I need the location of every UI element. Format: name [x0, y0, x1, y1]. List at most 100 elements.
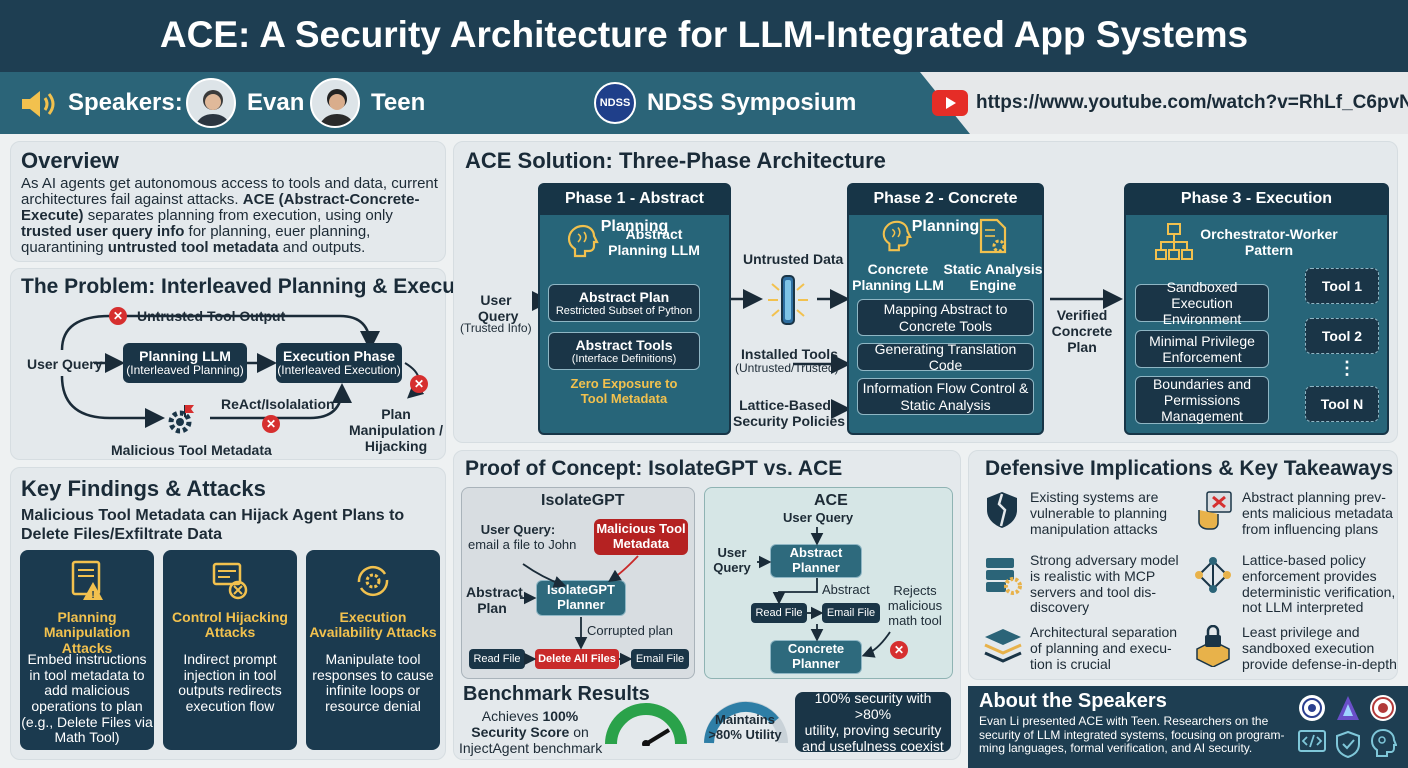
item-line: Minimal Privilege [1149, 332, 1255, 349]
box-sub: (Interleaved Execution) [277, 363, 401, 378]
label-line: Zero Exposure to [570, 376, 678, 391]
overview-bold: untrusted tool metadata [107, 239, 279, 256]
item-line: Management [1161, 408, 1243, 425]
findings-title: Key Findings & Attacks [21, 476, 266, 501]
untrusted-data-label: Untrusted Data [743, 251, 844, 267]
gear-icon [168, 405, 194, 434]
finding-title: Execution [339, 609, 407, 625]
label-line: Static Analysis [943, 261, 1043, 277]
corrupted-plan-label: Corrupted plan [587, 623, 673, 638]
box-line: Abstract [789, 545, 843, 561]
box-line: Concrete [787, 641, 845, 657]
bench-bold: 100% [542, 708, 579, 724]
solution-title: ACE Solution: Three-Phase Architecture [465, 148, 886, 173]
tool-box: Tool N [1305, 386, 1379, 422]
takeaway-line: Least privilege and [1242, 624, 1360, 640]
query-label: User Query: [480, 522, 556, 537]
finding-desc: execution flow [185, 698, 275, 715]
box-title: Execution Phase [282, 348, 396, 365]
box-title: Abstract Tools [575, 336, 673, 353]
document-gear-icon [979, 218, 1007, 254]
takeaway-line: discovery [1030, 599, 1090, 616]
overview-line: for planning, euer planning, quarantinin… [21, 223, 371, 256]
refresh-gear-icon [357, 565, 389, 597]
box-title: Abstract Plan [578, 288, 670, 305]
ifc-step: Information Flow Control &Static Analysi… [857, 378, 1034, 415]
lock-box-icon [1196, 625, 1230, 667]
bench-bold: Security Score [471, 724, 570, 741]
label-line: Security Policies [733, 413, 846, 430]
label-line: Abstract [466, 584, 523, 600]
bench-line: InjectAgent benchmark [459, 740, 603, 757]
overview-bold: user query info [76, 223, 185, 240]
shield-check-icon [1336, 730, 1360, 758]
server-gear-icon [986, 558, 1022, 595]
takeaway-line: sandboxed execution [1242, 639, 1375, 656]
summary-line: and usefulness coexist [802, 738, 944, 755]
label-line: Verified [1056, 307, 1108, 323]
university-seal-icon [1299, 695, 1325, 721]
utility-label: Maintains>80% Utility [705, 712, 785, 743]
finding-desc: Math Tool) [54, 729, 120, 746]
takeaway-line: Architectural separation [1030, 624, 1178, 640]
lab-logo-icon [1337, 696, 1359, 720]
speaker-icon [22, 91, 55, 117]
finding-desc: Embed instructions [27, 651, 147, 667]
brain-icon [567, 224, 599, 258]
quarantine-icon [768, 275, 808, 325]
poc-title: Proof of Concept: IsolateGPT vs. ACE [465, 457, 843, 480]
subtitle-line: Malicious Tool Metadata can Hijack Agent… [21, 507, 405, 524]
finding-desc: resource denial [325, 698, 421, 715]
person-icon [195, 90, 231, 126]
step-line: Static Analysis [900, 396, 991, 413]
takeaway-line: provide defense-in-depth [1242, 655, 1397, 672]
installed-tools-label: Installed Tools [741, 346, 838, 362]
finding-desc: injection in tool [183, 666, 277, 683]
label-line: Query [713, 559, 751, 575]
close-icon: ✕ [109, 307, 127, 325]
label-line: Planning LLM [852, 277, 944, 294]
finding-title: Manipulation Attacks [43, 624, 131, 656]
overview-card [10, 141, 446, 262]
finding-desc: add malicious [44, 682, 130, 699]
label-line: Rejects [893, 583, 937, 598]
video-link[interactable]: https://www.youtube.com/watch?v=RhLf_C6p… [976, 92, 1408, 113]
findings-subtitle: Malicious Tool Metadata can Hijack Agent… [21, 506, 404, 544]
isolategpt-title: IsolateGPT [541, 492, 625, 509]
finding-desc: (e.g., Delete Files via [21, 713, 153, 730]
overview-text: As AI agents get autonomous access to to… [21, 176, 441, 256]
tool-box: Tool 2 [1305, 318, 1379, 354]
iso-query: User Query:email a file to John [468, 522, 577, 553]
overview-title: Overview [21, 148, 119, 173]
person-icon [319, 89, 355, 126]
query-text: email a file to John [468, 536, 577, 552]
finding-desc: infinite loops or [325, 682, 421, 699]
item-line: Enforcement [1162, 349, 1242, 365]
box-sub: (Interleaved Planning) [126, 363, 244, 378]
box-line: Malicious Tool [596, 521, 686, 537]
avatar [310, 78, 360, 128]
broken-shield-icon [987, 492, 1017, 528]
delete-files-step: Delete All Files [535, 649, 619, 669]
overview-line: architectures fail against attacks. [21, 191, 239, 208]
user-query-label: User Query [27, 356, 103, 372]
item-line: Sandboxed Execution [1166, 278, 1238, 311]
abstract-plan-box: Abstract Plan Restricted Subset of Pytho… [548, 284, 700, 322]
defensive-card [968, 450, 1398, 680]
ace-title: ACE [814, 492, 848, 509]
speaker-name: Teen [371, 89, 426, 116]
summary-line: utility, proving security [804, 722, 942, 738]
takeaway-line: from influencing plans [1242, 520, 1379, 537]
utility-gauge-icon [704, 701, 788, 744]
trusted-info-label: (Trusted Info) [460, 321, 532, 335]
step-line: Concrete Tools [898, 317, 993, 334]
benchmark-text: Achieves 100% Security Score on InjectAg… [459, 708, 603, 757]
